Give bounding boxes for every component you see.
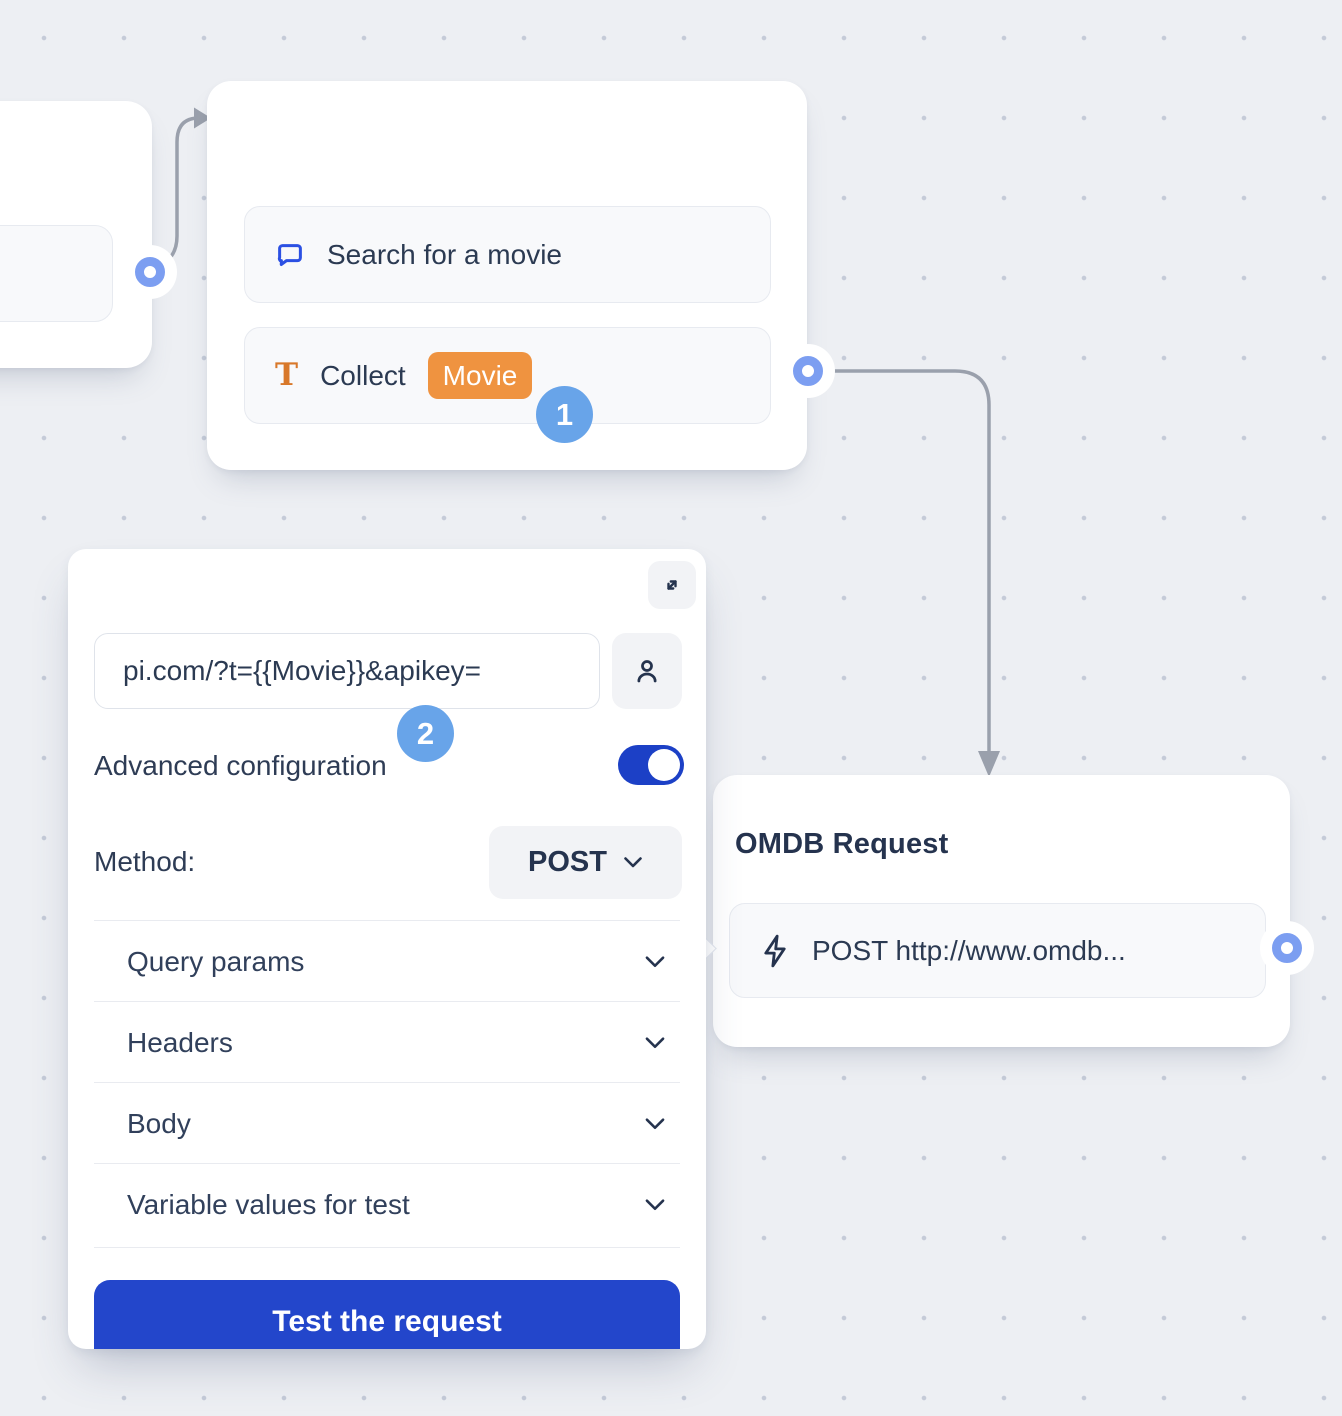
text-input-icon: T xyxy=(275,357,299,393)
collect-row[interactable]: T Collect Movie xyxy=(244,327,771,424)
expand-icon xyxy=(667,580,677,590)
chevron-down-icon xyxy=(645,1037,665,1049)
divider xyxy=(94,920,680,921)
step-badge-2: 2 xyxy=(397,705,454,762)
question-row[interactable]: Search for a movie xyxy=(244,206,771,303)
section-variable-values[interactable]: Variable values for test xyxy=(94,1166,680,1244)
output-port[interactable] xyxy=(1272,933,1302,963)
webhook-row[interactable]: POST http://www.omdb... xyxy=(729,903,1266,998)
section-query-params[interactable]: Query params xyxy=(94,923,680,1001)
webhook-row-label: POST http://www.omdb... xyxy=(812,934,1126,966)
method-label: Method: xyxy=(94,846,196,877)
chevron-down-icon xyxy=(645,956,665,968)
output-port[interactable] xyxy=(793,356,823,386)
partial-node-row[interactable] xyxy=(0,225,113,322)
section-headers[interactable]: Headers xyxy=(94,1004,680,1082)
movie-search-node[interactable]: Movie search Search for a movie T Collec… xyxy=(207,81,807,470)
chat-bubble-icon xyxy=(275,240,305,270)
step-badge-1: 1 xyxy=(536,386,593,443)
partial-node-card[interactable] xyxy=(0,101,152,368)
variable-badge: Movie xyxy=(427,351,533,400)
advanced-configuration-toggle[interactable] xyxy=(618,745,684,785)
toggle-knob xyxy=(648,749,680,781)
expand-button[interactable] xyxy=(648,561,696,609)
method-dropdown[interactable]: POST xyxy=(489,826,682,899)
advanced-configuration-label: Advanced configuration xyxy=(94,750,387,781)
method-value: POST xyxy=(528,846,607,878)
output-port[interactable] xyxy=(135,257,165,287)
insert-variable-button[interactable] xyxy=(612,633,682,709)
section-body[interactable]: Body xyxy=(94,1085,680,1163)
test-request-button[interactable]: Test the request xyxy=(94,1280,680,1349)
omdb-request-node[interactable]: OMDB Request POST http://www.omdb... xyxy=(713,775,1290,1047)
lightning-icon xyxy=(760,934,790,968)
webhook-config-panel: Advanced configuration Method: POST Quer… xyxy=(68,549,706,1349)
collect-row-label: Collect xyxy=(320,359,406,391)
divider xyxy=(94,1001,680,1002)
divider xyxy=(94,1163,680,1164)
user-icon xyxy=(637,660,657,683)
chevron-down-icon xyxy=(645,1199,665,1211)
url-input[interactable] xyxy=(94,633,600,709)
chevron-down-icon xyxy=(645,1118,665,1130)
chevron-down-icon xyxy=(624,857,642,868)
divider xyxy=(94,1247,680,1248)
question-row-label: Search for a movie xyxy=(327,238,562,270)
divider xyxy=(94,1082,680,1083)
node-title: OMDB Request xyxy=(735,828,949,860)
